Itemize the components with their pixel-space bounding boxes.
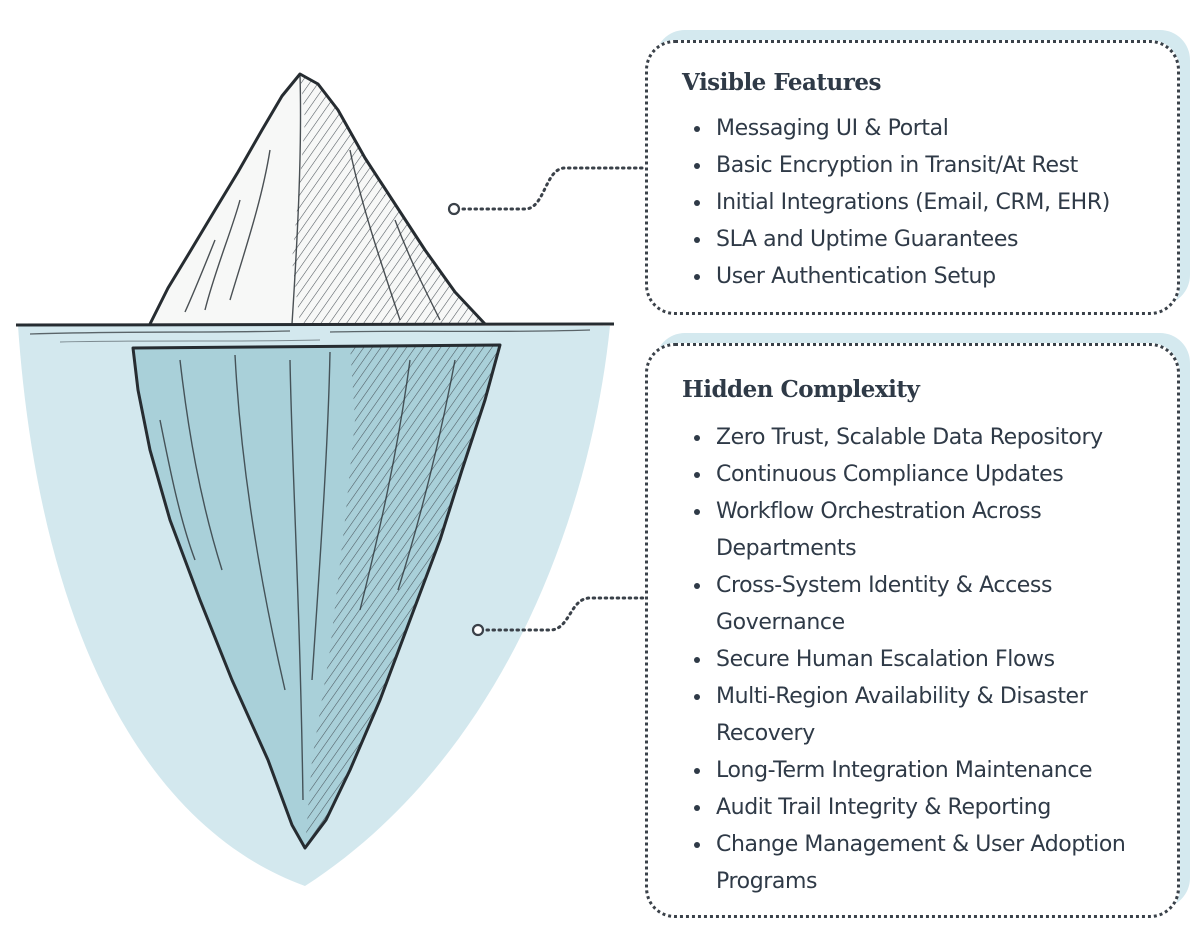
list-item: Basic Encryption in Transit/At Rest xyxy=(682,147,1157,184)
list-item: Audit Trail Integrity & Reporting xyxy=(682,789,1157,826)
visible-features-title: Visible Features xyxy=(682,69,881,96)
hidden-complexity-title: Hidden Complexity xyxy=(682,376,920,403)
list-item: Initial Integrations (Email, CRM, EHR) xyxy=(682,184,1157,221)
list-item: Multi-Region Availability & Disaster Rec… xyxy=(682,678,1157,752)
list-item: Messaging UI & Portal xyxy=(682,110,1157,147)
list-item: SLA and Uptime Guarantees xyxy=(682,221,1157,258)
visible-features-list: Messaging UI & Portal Basic Encryption i… xyxy=(682,110,1157,295)
connector-hidden xyxy=(471,596,646,637)
list-item: User Authentication Setup xyxy=(682,258,1157,295)
list-item: Zero Trust, Scalable Data Repository xyxy=(682,419,1157,456)
hidden-complexity-list: Zero Trust, Scalable Data Repository Con… xyxy=(682,419,1157,900)
visible-features-callout: Visible Features Messaging UI & Portal B… xyxy=(645,40,1180,315)
waterline xyxy=(15,322,615,343)
list-item: Continuous Compliance Updates xyxy=(682,456,1157,493)
list-item: Long-Term Integration Maintenance xyxy=(682,752,1157,789)
submerged-ice xyxy=(131,343,502,850)
list-item: Secure Human Escalation Flows xyxy=(682,641,1157,678)
list-item: Change Management & User Adoption Progra… xyxy=(682,826,1157,900)
connector-visible xyxy=(447,166,646,216)
iceberg-peak xyxy=(148,72,487,326)
list-item: Cross-System Identity & Access Governanc… xyxy=(682,567,1157,641)
list-item: Workflow Orchestration Across Department… xyxy=(682,493,1157,567)
hidden-complexity-callout: Hidden Complexity Zero Trust, Scalable D… xyxy=(645,343,1180,918)
